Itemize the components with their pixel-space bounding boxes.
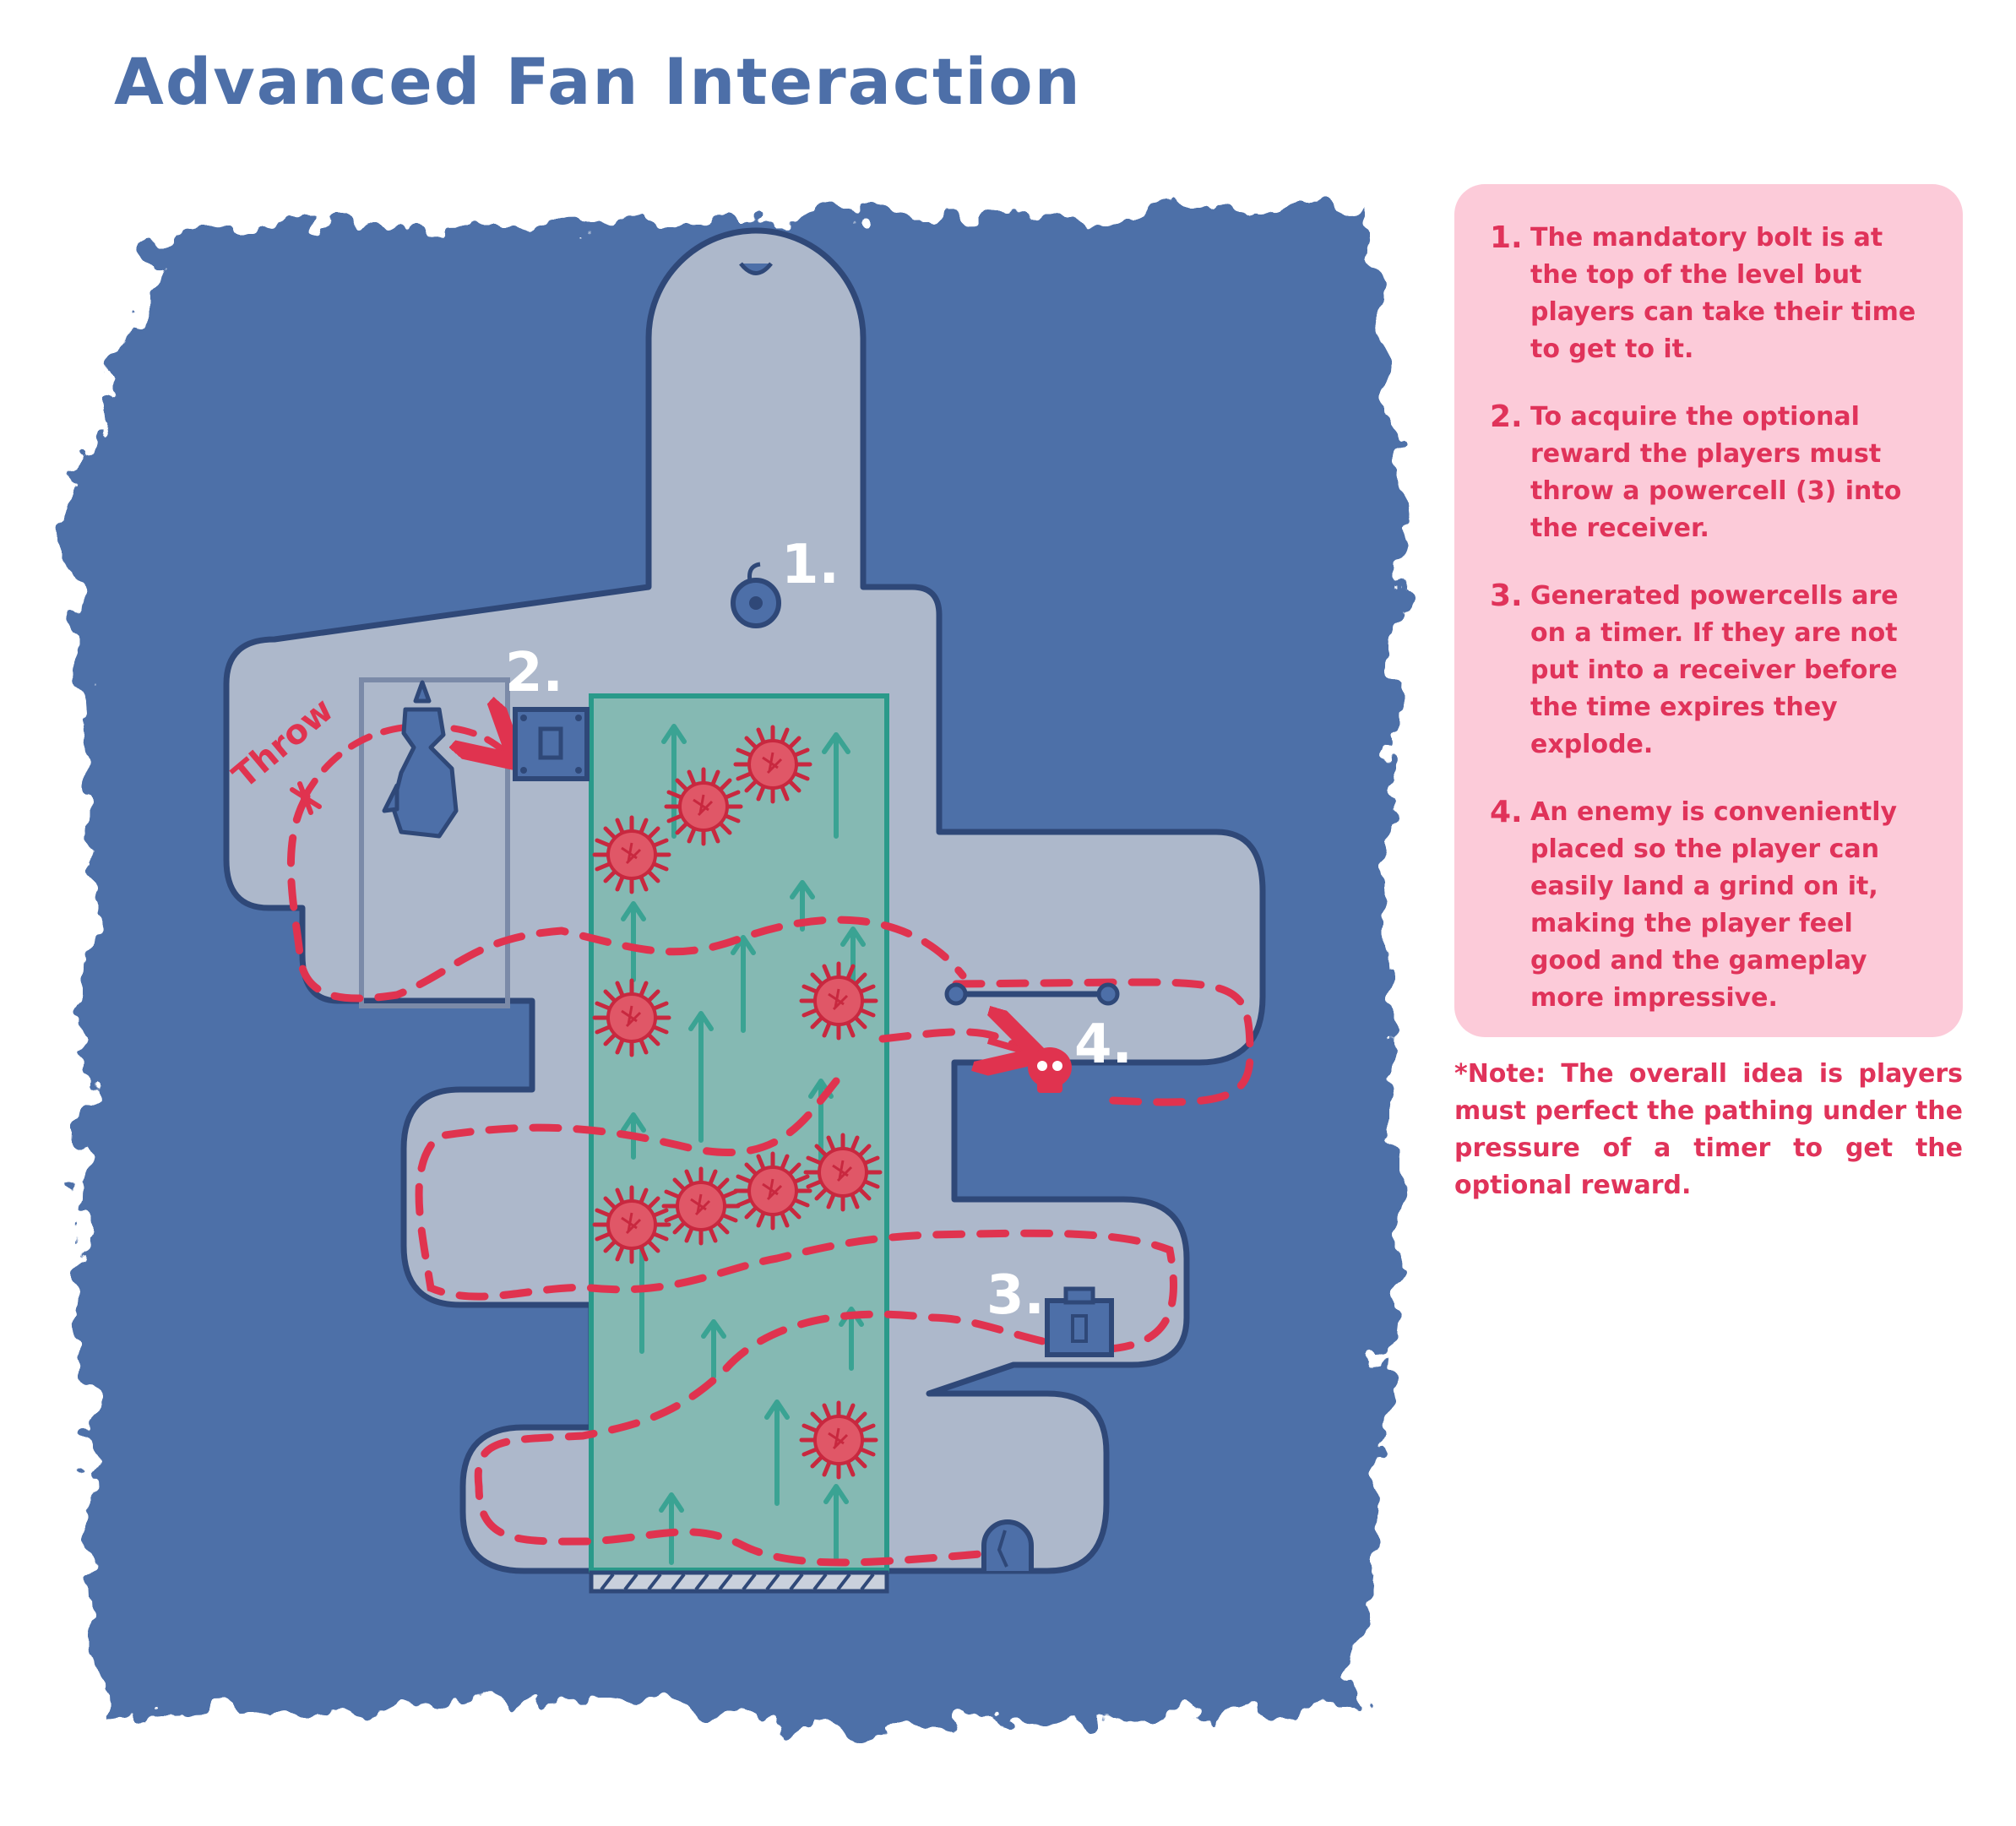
note-text: Generated powercells are on a timer. If … xyxy=(1530,581,1899,759)
note-number: 4. xyxy=(1490,795,1523,829)
statue-frame xyxy=(359,677,510,1008)
marker-3-label: 3. xyxy=(986,1264,1045,1327)
marker-1-label: 1. xyxy=(781,534,840,596)
marker-2-label: 2. xyxy=(505,642,563,704)
note-text: An enemy is conveniently placed so the p… xyxy=(1530,797,1898,1013)
fan-grate-icon xyxy=(589,1570,889,1594)
level-map: 1. 2. 3. 4. Throw xyxy=(68,211,1402,1731)
note-item: 3. Generated powercells are on a timer. … xyxy=(1490,578,1929,764)
notes-card: 1. The mandatory bolt is at the top of t… xyxy=(1454,184,1963,1037)
note-item: 2. To acquire the optional reward the pl… xyxy=(1490,399,1929,547)
path-arrow-to-enemy xyxy=(988,1041,1026,1052)
note-number: 1. xyxy=(1490,220,1523,255)
note-item: 4. An enemy is conveniently placed so th… xyxy=(1490,794,1929,1017)
note-text: The mandatory bolt is at the top of the … xyxy=(1530,223,1916,364)
powercell-generator-icon xyxy=(1045,1286,1114,1357)
note-number: 3. xyxy=(1490,579,1523,613)
page-title: Advanced Fan Interaction xyxy=(114,44,1082,119)
note-text: To acquire the optional reward the playe… xyxy=(1530,402,1902,543)
note-item: 1. The mandatory bolt is at the top of t… xyxy=(1490,220,1929,368)
skull-enemy-icon xyxy=(1028,1047,1072,1093)
throw-start-marker xyxy=(290,781,322,815)
exit-door-icon xyxy=(981,1519,1034,1571)
marker-4-label: 4. xyxy=(1074,1014,1133,1076)
statue-icon xyxy=(382,680,459,839)
bolt-icon xyxy=(731,562,781,628)
grind-rail xyxy=(944,982,1120,1006)
receiver-icon xyxy=(513,707,590,781)
exit-door-crack xyxy=(997,1530,1008,1568)
footnote: *Note: The overall idea is players must … xyxy=(1454,1059,1963,1200)
player-path xyxy=(286,792,1254,1567)
top-nub xyxy=(739,262,773,275)
note-number: 2. xyxy=(1490,399,1523,434)
fan-grate-stripes xyxy=(600,1573,875,1591)
